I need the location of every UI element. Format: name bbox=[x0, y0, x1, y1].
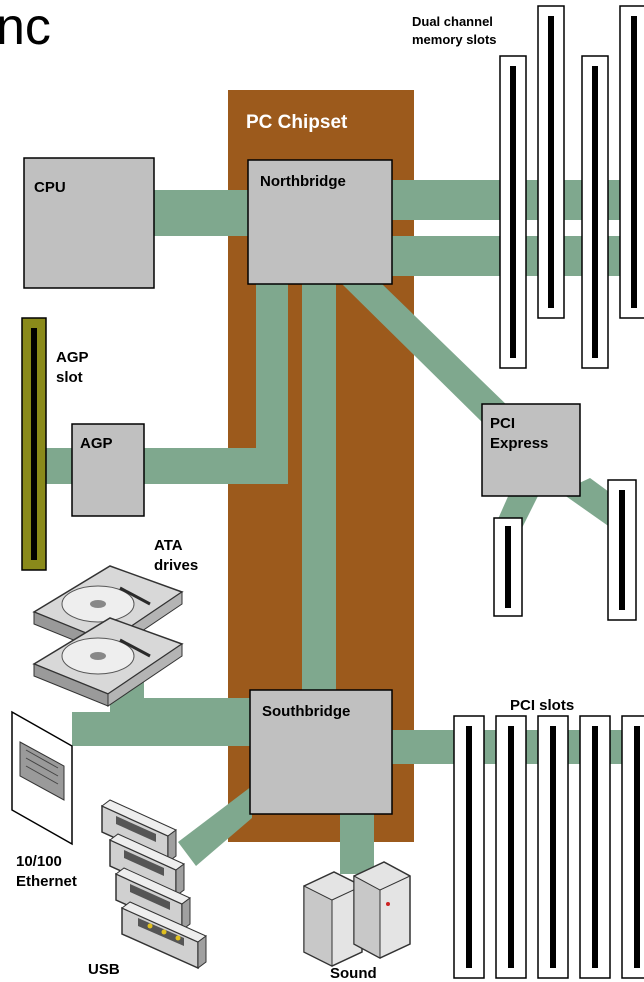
pci-slots-label: PCI slots bbox=[510, 697, 574, 714]
heading-fragment: nc bbox=[0, 0, 51, 56]
ethernet-jack-icon bbox=[11, 710, 73, 846]
bus-northbridge-pciexpress bbox=[342, 284, 512, 426]
usb-port-icon-4 bbox=[121, 901, 207, 970]
southbridge-label: Southbridge bbox=[262, 703, 350, 720]
agp-slot-label-line2: slot bbox=[56, 369, 83, 386]
ethernet-label-line1: 10/100 bbox=[16, 853, 62, 870]
memory-slot-2 bbox=[537, 5, 565, 319]
ata-label-line2: drives bbox=[154, 557, 198, 574]
ata-drive-icon-2 bbox=[32, 617, 184, 707]
bus-cpu-northbridge bbox=[154, 190, 250, 236]
usb-port-icon-1 bbox=[101, 799, 177, 864]
pci-slot-2 bbox=[495, 715, 527, 979]
pciexpress-box bbox=[481, 403, 581, 497]
ethernet-label-line2: Ethernet bbox=[16, 873, 77, 890]
memory-slots-label-line2: memory slots bbox=[412, 32, 497, 47]
sound-label: Sound bbox=[330, 965, 377, 982]
agp-slot bbox=[21, 317, 47, 571]
pciexpress-slot-left bbox=[493, 517, 523, 617]
pci-slot-4 bbox=[579, 715, 611, 979]
pciexpress-label-line2: Express bbox=[490, 435, 548, 452]
bus-sound bbox=[340, 812, 374, 874]
memory-slots-label-line1: Dual channel bbox=[412, 14, 493, 29]
southbridge-box bbox=[249, 689, 393, 815]
memory-slot-3 bbox=[581, 55, 609, 369]
northbridge-label: Northbridge bbox=[260, 173, 346, 190]
agp-box bbox=[71, 423, 145, 517]
bus-usb bbox=[178, 786, 252, 866]
bus-agp-slot bbox=[44, 448, 74, 484]
agp-slot-label-line1: AGP bbox=[56, 349, 89, 366]
ata-label-line1: ATA bbox=[154, 537, 183, 554]
cpu-label: CPU bbox=[34, 179, 66, 196]
pciexpress-slot-right bbox=[607, 479, 637, 621]
pciexpress-label-line1: PCI bbox=[490, 415, 515, 432]
bus-ethernet-southbridge bbox=[72, 712, 252, 746]
pci-slot-5 bbox=[621, 715, 644, 979]
pci-slot-3 bbox=[537, 715, 569, 979]
speaker-icon-left bbox=[303, 871, 363, 967]
agp-label: AGP bbox=[80, 435, 113, 452]
memory-slot-4 bbox=[619, 5, 644, 319]
cpu-box bbox=[23, 157, 155, 289]
pci-slot-1 bbox=[453, 715, 485, 979]
bus-northbridge-southbridge bbox=[302, 284, 336, 694]
northbridge-box bbox=[247, 159, 393, 285]
usb-label: USB bbox=[88, 961, 120, 978]
memory-slot-1 bbox=[499, 55, 527, 369]
bus-northbridge-agp-horizontal bbox=[144, 448, 288, 484]
speaker-icon-right bbox=[353, 861, 411, 959]
chipset-label: PC Chipset bbox=[246, 112, 348, 133]
